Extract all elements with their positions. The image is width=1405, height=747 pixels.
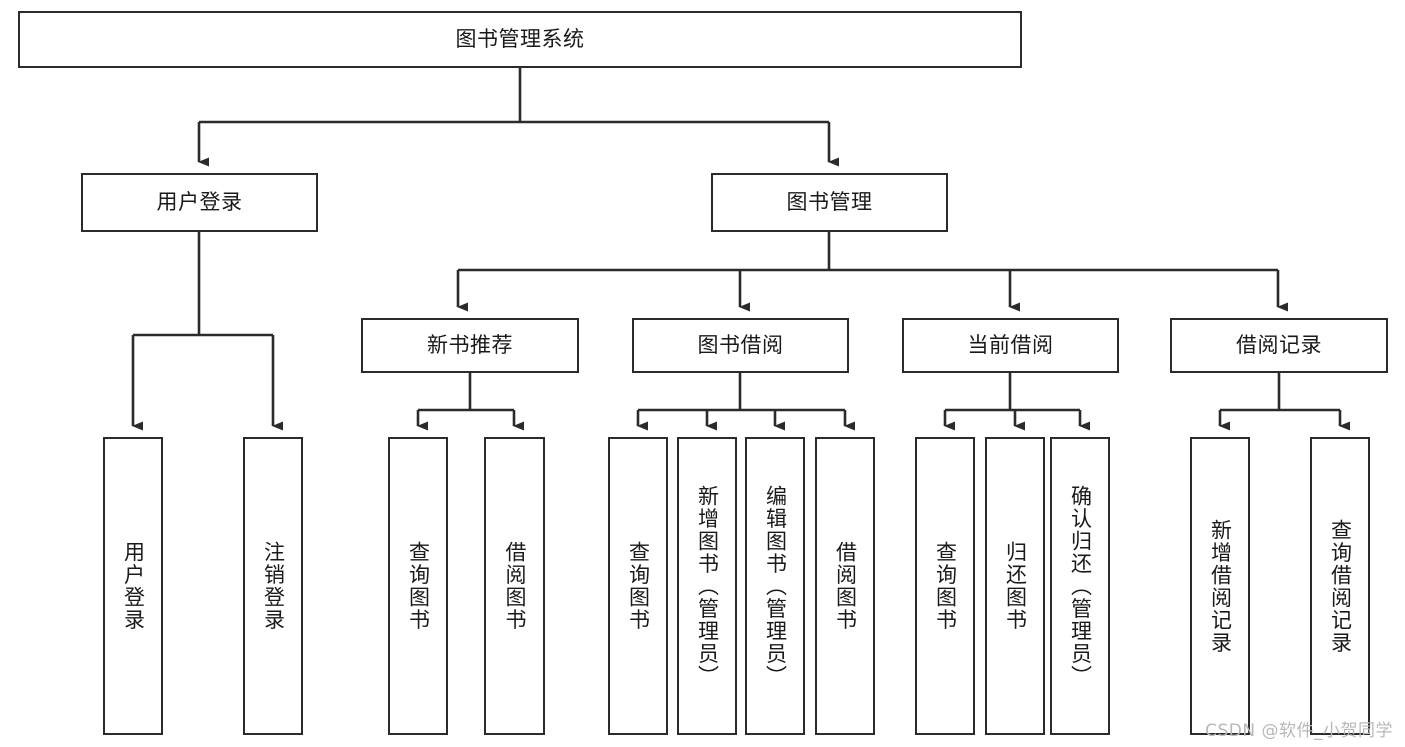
leaf-node-8[interactable]: 查询图书 [915, 437, 975, 735]
level3-node-label: 当前借阅 [967, 332, 1054, 357]
level2-node-label: 图书管理 [786, 189, 873, 214]
leaf-node-label: 借阅图书 [833, 541, 858, 631]
leaf-node-1[interactable]: 注销登录 [243, 437, 303, 735]
level3-node-label: 新书推荐 [427, 332, 513, 357]
leaf-node-label: 查询图书 [406, 541, 431, 631]
leaf-node-2[interactable]: 查询图书 [388, 437, 448, 735]
leaf-node-label: 借阅图书 [502, 541, 527, 631]
leaf-node-label: 新增借阅记录 [1208, 518, 1233, 654]
leaf-node-label: 新增图书（管理员） [695, 484, 720, 688]
level2-node-0[interactable]: 用户登录 [81, 173, 318, 232]
leaf-node-11[interactable]: 新增借阅记录 [1190, 437, 1250, 735]
leaf-node-3[interactable]: 借阅图书 [484, 437, 545, 735]
leaf-node-12[interactable]: 查询借阅记录 [1310, 437, 1370, 735]
level3-node-2[interactable]: 当前借阅 [902, 318, 1119, 373]
leaf-node-7[interactable]: 借阅图书 [815, 437, 875, 735]
leaf-node-label: 编辑图书（管理员） [763, 484, 788, 688]
level3-node-label: 图书借阅 [697, 332, 784, 357]
level3-node-3[interactable]: 借阅记录 [1170, 318, 1388, 373]
leaf-node-0[interactable]: 用户登录 [103, 437, 163, 735]
leaf-node-label: 归还图书 [1003, 541, 1028, 631]
root-node-label: 图书管理系统 [455, 26, 585, 51]
level3-node-1[interactable]: 图书借阅 [632, 318, 849, 373]
leaf-node-5[interactable]: 新增图书（管理员） [677, 437, 737, 735]
leaf-node-6[interactable]: 编辑图书（管理员） [745, 437, 805, 735]
leaf-node-label: 查询借阅记录 [1328, 518, 1353, 654]
root-node-0[interactable]: 图书管理系统 [18, 11, 1022, 68]
leaf-node-label: 查询图书 [626, 541, 651, 631]
leaf-node-label: 确认归还（管理员） [1068, 484, 1093, 688]
leaf-node-10[interactable]: 确认归还（管理员） [1050, 437, 1110, 735]
leaf-node-label: 注销登录 [261, 541, 286, 631]
level2-node-label: 用户登录 [156, 189, 243, 214]
leaf-node-label: 用户登录 [121, 541, 146, 631]
level3-node-label: 借阅记录 [1236, 332, 1322, 357]
csdn-watermark: CSDN @软件_小贺同学 [1205, 721, 1393, 741]
leaf-node-9[interactable]: 归还图书 [985, 437, 1045, 735]
level2-node-1[interactable]: 图书管理 [711, 173, 948, 232]
leaf-node-4[interactable]: 查询图书 [608, 437, 668, 735]
leaf-node-label: 查询图书 [933, 541, 958, 631]
level3-node-0[interactable]: 新书推荐 [361, 318, 579, 373]
